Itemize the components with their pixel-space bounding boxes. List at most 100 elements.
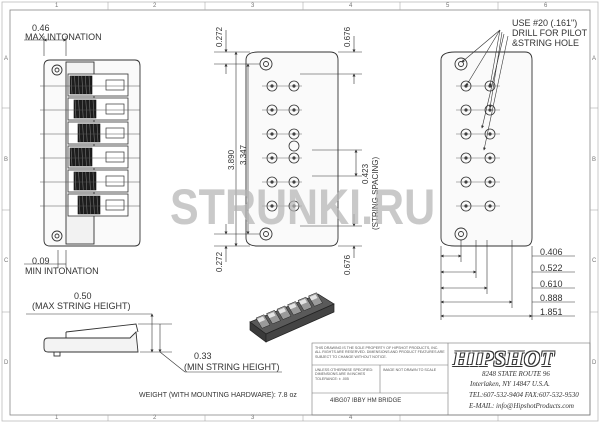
- spring-coil: [78, 195, 81, 215]
- render-saddle-highlight: [278, 307, 286, 314]
- hole-pair: [262, 200, 302, 212]
- row-mark: C: [4, 258, 9, 264]
- spring-coil: [78, 171, 80, 191]
- saddle-spring: [73, 99, 97, 119]
- spring-coil: [74, 99, 77, 119]
- saddle: [40, 121, 140, 145]
- column-mark: 6: [544, 3, 548, 9]
- scale-note: IMAGE NOT DRAWN TO SCALE: [383, 368, 437, 372]
- company-logo: HIPSHOT: [453, 346, 555, 371]
- hole-pair: [262, 104, 302, 116]
- hole-pair: [262, 152, 302, 164]
- drill-hole-pair: [456, 200, 500, 212]
- offset-dim-5: 1.851: [540, 307, 563, 317]
- spring-coil: [96, 195, 99, 215]
- spring-coil: [81, 75, 84, 95]
- saddle-screw-slot: [105, 103, 125, 115]
- saddle-screw-slot: [105, 127, 125, 139]
- spring-coil: [88, 147, 91, 167]
- row-mark: D: [4, 360, 9, 366]
- overall-length-dim: 3.890: [227, 149, 236, 170]
- proprietary-note: THIS DRAWING IS THE SOLE PROPERTY OF HIP…: [315, 346, 445, 359]
- saddle-spring: [69, 75, 93, 95]
- spring-coil: [89, 99, 91, 119]
- spring-coil: [81, 171, 84, 191]
- bridge-drill-view: [440, 51, 533, 247]
- spring-coil: [81, 99, 84, 119]
- row-mark: D: [592, 360, 597, 366]
- spring-coil: [74, 147, 76, 167]
- spring-coil: [92, 99, 95, 119]
- saddle: [40, 193, 140, 217]
- column-mark: 5: [446, 3, 450, 9]
- spring-coil: [70, 75, 73, 95]
- spring-coil: [88, 75, 91, 95]
- render-saddle-highlight: [288, 303, 297, 310]
- drill-hole-pair: [456, 152, 500, 164]
- hole-span-dim: 3.347: [239, 144, 248, 165]
- spring-coil: [77, 75, 80, 95]
- row-mark: A: [592, 56, 597, 62]
- spring-coil: [89, 171, 91, 191]
- spring-coil: [96, 123, 99, 143]
- offset-dims: [440, 240, 575, 320]
- column-mark: 1: [55, 415, 59, 421]
- hole-pair: [262, 176, 302, 188]
- spring-coil: [78, 123, 81, 143]
- spring-coil: [85, 123, 88, 143]
- drill-hole-pair: [456, 80, 500, 92]
- hole-pair: [262, 80, 302, 92]
- spring-coil: [85, 171, 88, 191]
- mount-bottom-dim: 0.272: [215, 251, 224, 272]
- spring-coil: [85, 195, 88, 215]
- bridge-3d-render: [249, 292, 335, 343]
- bridge-side-profile: [43, 323, 139, 357]
- column-mark: 3: [251, 3, 255, 9]
- row-mark: C: [592, 258, 597, 264]
- edge-bottom-dim: 0.676: [343, 254, 352, 275]
- string-hole: [288, 140, 300, 152]
- render-saddle-highlight: [257, 316, 265, 323]
- intonation-dims: [24, 36, 67, 268]
- watermark-text: STRUNKI.RU: [170, 179, 436, 235]
- saddle-screw-slot: [105, 151, 125, 163]
- bridge-top-view: [245, 51, 339, 247]
- spring-coil: [82, 195, 84, 215]
- saddle: [40, 73, 140, 97]
- offset-dim-2: 0.522: [540, 263, 563, 273]
- drill-note-line-1: USE #20 (.161"): [512, 18, 578, 28]
- saddle: [40, 97, 140, 121]
- column-mark: 2: [153, 3, 157, 9]
- spring-coil: [89, 123, 92, 143]
- row-mark: B: [592, 157, 597, 163]
- row-mark: A: [4, 56, 9, 62]
- hole-pair: [262, 128, 302, 140]
- min-intonation-value: 0.09: [32, 256, 50, 266]
- spring-coil: [93, 123, 95, 143]
- max-intonation-value: 0.46: [32, 23, 50, 33]
- column-mark: 4: [349, 3, 353, 9]
- offset-dim-3: 0.610: [540, 279, 563, 289]
- offset-dim-1: 0.406: [540, 247, 563, 257]
- spring-coil: [74, 171, 77, 191]
- row-mark: B: [4, 157, 9, 163]
- center-dims: [214, 30, 362, 262]
- spring-coil: [89, 195, 92, 215]
- edge-top-dim: 0.676: [343, 26, 352, 47]
- weight-note: WEIGHT (WITH MOUNTING HARDWARE): 7.8 oz: [139, 392, 297, 399]
- saddle-spring: [77, 123, 101, 143]
- spring-coil: [74, 75, 76, 95]
- column-mark: 1: [55, 3, 59, 9]
- min-intonation-label: MIN INTONATION: [25, 266, 99, 276]
- spring-coil: [85, 75, 87, 95]
- spring-coil: [70, 147, 73, 167]
- drill-note-line-2: DRILL FOR PILOT: [512, 28, 588, 38]
- saddle-group: [40, 73, 140, 217]
- column-mark: 3: [251, 415, 255, 421]
- spring-coil: [81, 147, 84, 167]
- spring-coil: [85, 147, 87, 167]
- tolerance-note: UNLESS OTHERWISE SPECIFIED: DIMENSIONS A…: [315, 368, 374, 381]
- offset-dim-4: 0.888: [540, 293, 563, 303]
